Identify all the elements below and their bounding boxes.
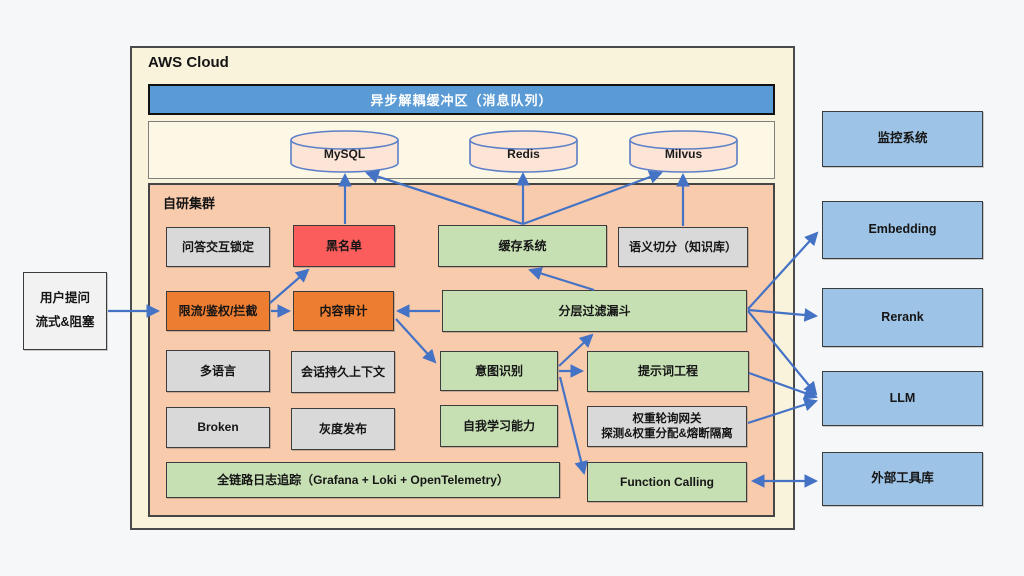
- node-embedding: Embedding: [822, 201, 983, 259]
- user-question-line2: 流式&阻塞: [35, 315, 95, 329]
- node-session-context: 会话持久上下文: [291, 351, 395, 393]
- node-rerank: Rerank: [822, 288, 983, 347]
- db-label-milvus: Milvus: [664, 147, 703, 161]
- node-ratelimit-auth: 限流/鉴权/拦截: [166, 291, 270, 331]
- node-log-tracing: 全链路日志追踪（Grafana + Loki + OpenTelemetry）: [166, 462, 560, 498]
- node-llm: LLM: [822, 371, 983, 426]
- node-function-calling: Function Calling: [587, 462, 747, 502]
- weight-gateway-line2: 探测&权重分配&熔断隔离: [601, 427, 733, 440]
- node-prompt-engineering: 提示词工程: [587, 351, 749, 392]
- async-buffer-label: 异步解耦缓冲区（消息队列）: [370, 93, 553, 108]
- db-label-mysql: MySQL: [323, 147, 366, 161]
- node-self-learning: 自我学习能力: [440, 405, 558, 447]
- node-filter-funnel: 分层过滤漏斗: [442, 290, 747, 332]
- node-user-question: 用户提问 流式&阻塞: [23, 272, 107, 350]
- node-broken: Broken: [166, 407, 270, 448]
- cluster-title: 自研集群: [163, 196, 216, 211]
- db-label-redis: Redis: [507, 147, 540, 161]
- node-multilang: 多语言: [166, 350, 270, 392]
- node-content-audit: 内容审计: [293, 291, 394, 331]
- node-blacklist: 黑名单: [293, 225, 395, 267]
- node-external-tools: 外部工具库: [822, 452, 983, 506]
- aws-cloud-title: AWS Cloud: [148, 54, 229, 71]
- weight-gateway-line1: 权重轮询网关: [632, 413, 702, 426]
- node-semantic-split: 语义切分（知识库）: [618, 227, 748, 267]
- node-qa-lock: 问答交互锁定: [166, 227, 270, 267]
- node-gray-release: 灰度发布: [291, 408, 395, 450]
- node-cache-system: 缓存系统: [438, 225, 607, 267]
- node-intent-recognition: 意图识别: [440, 351, 558, 391]
- node-weight-gateway: 权重轮询网关 探测&权重分配&熔断隔离: [587, 406, 747, 447]
- user-question-line1: 用户提问: [39, 291, 90, 306]
- async-buffer-banner: 异步解耦缓冲区（消息队列）: [148, 84, 775, 115]
- node-monitoring-system: 监控系统: [822, 111, 983, 167]
